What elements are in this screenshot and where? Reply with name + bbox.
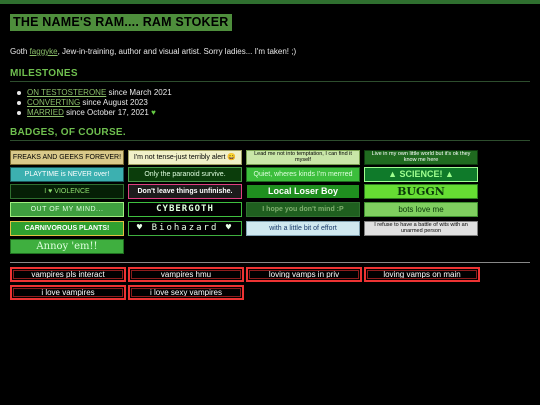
badge-text: I refuse to have a battle of wits with a… [374,222,468,234]
badge-science[interactable]: ▲ SCIENCE! ▲ [364,167,478,182]
badge-freaks-and-geeks[interactable]: FREAKS AND GEEKS FOREVER! [10,150,124,165]
vampire-button[interactable]: loving vamps in priv [246,267,362,282]
badge-unfinished[interactable]: Don't leave things unfinishe. [128,184,242,199]
vampire-button[interactable]: loving vamps on main [364,267,480,282]
badge-battle-of-wits[interactable]: I refuse to have a battle of wits with a… [364,221,478,236]
badge-text: BUGGN [397,185,445,198]
badge-text: with a little bit of effort [269,225,337,232]
badge-text: Only the paranoid survive. [144,171,226,178]
badge-quiet[interactable]: Quiet, wheres kinds I'm merrred [246,167,360,182]
badge-text: bots love me [398,205,444,214]
milestone-item: CONVERTING since August 2023 [14,98,172,108]
heart-icon: ♥ [151,108,156,117]
badge-bots-love-me[interactable]: bots love me [364,202,478,217]
badge-text: Don't leave things unfinishe. [137,188,233,195]
vampire-button-label: loving vamps on main [383,270,461,279]
badge-not-tense[interactable]: I'm not tense-just terribly alert 😄 [128,150,242,165]
bio-before: Goth [10,47,30,56]
badge-text: Live in my own little world but it's ok … [371,151,471,163]
badge-text: I'm not tense-just terribly alert 😄 [133,154,237,161]
milestone-text: since March 2021 [106,88,172,97]
badge-playtime[interactable]: PLAYTIME is NEVER over! [10,167,124,182]
milestone-item: ON TESTOSTERONE since March 2021 [14,88,172,98]
vampire-button[interactable]: vampires hmu [128,267,244,282]
badge-text: CYBERGOTH [156,204,214,214]
badge-carnivorous-plants[interactable]: CARNIVOROUS PLANTS! [10,221,124,236]
badge-own-little-world[interactable]: Live in my own little world but it's ok … [364,150,478,165]
milestone-text: since October 17, 2021 [63,108,152,117]
section-separator [10,262,530,263]
milestone-link[interactable]: MARRIED [27,108,64,117]
badge-text: Local Loser Boy [267,186,339,196]
badge-local-loser-boy[interactable]: Local Loser Boy [246,184,360,199]
badge-cybergoth[interactable]: CYBERGOTH [128,202,242,217]
vampire-button-label: vampires pls interact [31,270,105,279]
badge-biohazard[interactable]: ♥ Biohazard ♥ [128,221,242,236]
badge-text: I hope you don't mind :P [262,206,344,213]
milestone-text: since August 2023 [80,98,148,107]
milestone-item: MARRIED since October 17, 2021 ♥ [14,108,172,118]
badge-paranoid[interactable]: Only the paranoid survive. [128,167,242,182]
badge-buggin[interactable]: BUGGN [364,184,478,199]
milestone-link[interactable]: CONVERTING [27,98,81,107]
badge-text: ▲ SCIENCE! ▲ [388,169,454,179]
vampire-button-label: i love vampires [41,288,95,297]
badge-violence[interactable]: I ♥ VIOLENCE [10,184,124,199]
badge-text: Annoy 'em!! [36,241,98,252]
badge-text: CARNIVOROUS PLANTS! [24,225,110,232]
milestones-divider [10,81,530,82]
vampire-button-label: i love sexy vampires [149,288,223,297]
vampire-button[interactable]: i love vampires [10,285,126,300]
badges-divider [10,140,530,141]
milestones-list: ON TESTOSTERONE since March 2021 CONVERT… [14,88,172,118]
bio-link[interactable]: faggyke [29,47,58,56]
badge-text: OUT OF MY MIND... [30,206,104,213]
badge-little-effort[interactable]: with a little bit of effort [246,221,360,236]
vampire-button[interactable]: vampires pls interact [10,267,126,282]
badge-annoy-em[interactable]: Annoy 'em!! [10,239,124,254]
top-border-bar [0,0,540,4]
badges-heading: BADGES, OF COURSE. [10,127,126,138]
badge-text: Lead me not into temptation, I can find … [254,151,352,163]
vampire-button-label: loving vamps in priv [268,270,340,279]
page-title: THE NAME'S RAM.... RAM STOKER [10,14,232,31]
badge-text: FREAKS AND GEEKS FOREVER! [12,154,122,161]
vampire-button-label: vampires hmu [160,270,212,279]
badge-text: I ♥ VIOLENCE [44,188,90,195]
vampire-button[interactable]: i love sexy vampires [128,285,244,300]
badge-text: Quiet, wheres kinds I'm merrred [253,171,353,178]
bio-after: , Jew-in-training, author and visual art… [57,47,297,56]
badge-out-of-my-mind[interactable]: OUT OF MY MIND... [10,202,124,217]
bio-text: Goth faggyke, Jew-in-training, author an… [10,47,296,56]
badge-text: ♥ Biohazard ♥ [136,223,234,233]
badge-hope-you-dont-mind[interactable]: I hope you don't mind :P [246,202,360,217]
badge-text: PLAYTIME is NEVER over! [24,171,110,178]
milestones-heading: MILESTONES [10,68,78,79]
badge-temptation[interactable]: Lead me not into temptation, I can find … [246,150,360,165]
milestone-link[interactable]: ON TESTOSTERONE [27,88,107,97]
